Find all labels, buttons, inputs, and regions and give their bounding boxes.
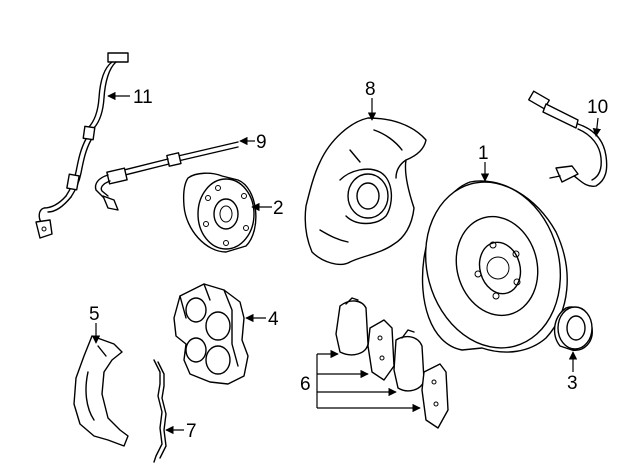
callout-labels: 11 9 2 8 1 10 3 4 5 6 7 bbox=[89, 79, 608, 442]
callout-10: 10 bbox=[587, 97, 608, 118]
part-4-brake-caliper bbox=[173, 283, 249, 385]
part-6-brake-pads bbox=[335, 297, 449, 429]
part-10-wear-sensor bbox=[528, 90, 608, 188]
part-2-wheel-hub bbox=[182, 172, 257, 253]
part-11-abs-sensor-cable bbox=[35, 52, 129, 239]
part-1-brake-rotor bbox=[421, 180, 568, 353]
callout-4: 4 bbox=[268, 309, 279, 330]
part-8-splash-shield bbox=[304, 117, 427, 266]
leader-lines bbox=[91, 91, 602, 435]
part-3-wheel-bearing bbox=[553, 306, 593, 351]
leader-6 bbox=[316, 349, 421, 413]
callout-11: 11 bbox=[133, 87, 153, 108]
leader-10 bbox=[592, 117, 602, 137]
callout-2: 2 bbox=[273, 198, 284, 219]
callout-6: 6 bbox=[300, 374, 311, 395]
callout-9: 9 bbox=[256, 132, 267, 153]
part-5-caliper-bracket bbox=[73, 335, 129, 447]
part-9-brake-hose bbox=[94, 141, 239, 211]
part-7-pad-spring bbox=[153, 359, 167, 463]
callout-8: 8 bbox=[365, 79, 376, 100]
callout-1: 1 bbox=[478, 143, 489, 164]
callout-5: 5 bbox=[89, 304, 100, 325]
callout-3: 3 bbox=[567, 373, 578, 394]
callout-7: 7 bbox=[186, 421, 197, 442]
